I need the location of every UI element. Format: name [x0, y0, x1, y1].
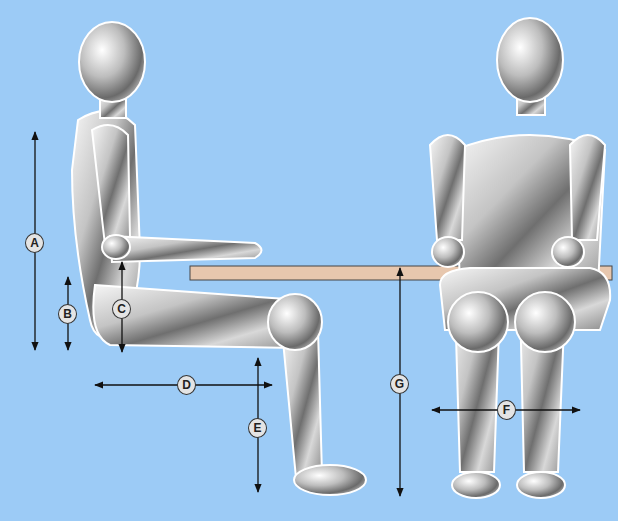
callout-letter: A: [25, 233, 44, 253]
callout-letter: C: [112, 299, 131, 319]
callout-letter: G: [390, 374, 409, 394]
callout-letter: E: [248, 418, 267, 438]
front-figure: [430, 18, 610, 498]
side-figure: [72, 22, 366, 495]
dimension-arrows: [35, 132, 580, 496]
callout-letter: B: [58, 304, 77, 324]
callout-letter: F: [497, 400, 516, 420]
callout-letter: D: [177, 375, 196, 395]
